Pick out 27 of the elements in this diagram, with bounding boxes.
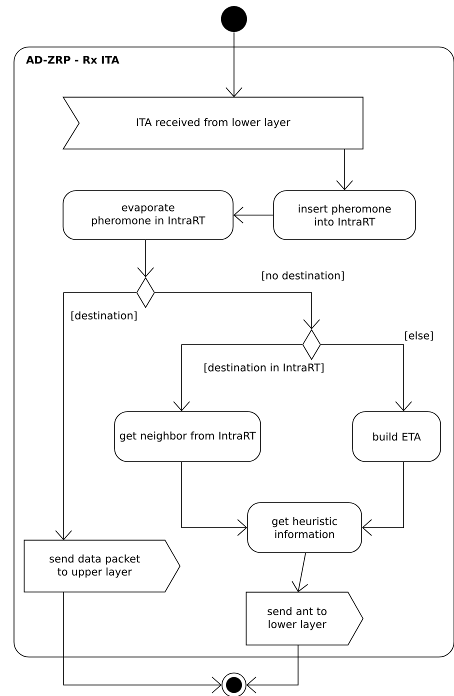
arrow (246, 644, 298, 694)
arrow (336, 148, 353, 190)
arrow (226, 32, 242, 98)
action-box: get heuristic information (247, 502, 362, 553)
edge-label: [destination in IntraRT] (202, 362, 326, 374)
edge-label: [no destination] (260, 270, 346, 282)
arrow (292, 552, 308, 592)
edge-label: [destination] (70, 310, 138, 322)
final-node (222, 672, 246, 696)
arrow (137, 240, 154, 278)
arrow (173, 344, 303, 412)
arrow (234, 206, 274, 224)
action-box: get neighbor from IntraRT (114, 411, 261, 462)
arrow (181, 462, 248, 536)
arrow (320, 344, 412, 412)
edge-label: [else] (403, 330, 435, 342)
arrow (362, 462, 404, 536)
arrow (55, 292, 137, 540)
action-box: build ETA (352, 411, 441, 462)
action-box: evaporate pheromone in IntraRT (62, 190, 234, 240)
send-signal: send ant to lower layer (246, 592, 364, 646)
action-box: insert pheromone into IntraRT (273, 190, 416, 240)
arrow (63, 592, 222, 694)
accept-signal: ITA received from lower layer (62, 96, 364, 150)
start-node (221, 6, 247, 32)
send-signal: send data packet to upper layer (24, 540, 180, 592)
arrow (154, 292, 320, 330)
